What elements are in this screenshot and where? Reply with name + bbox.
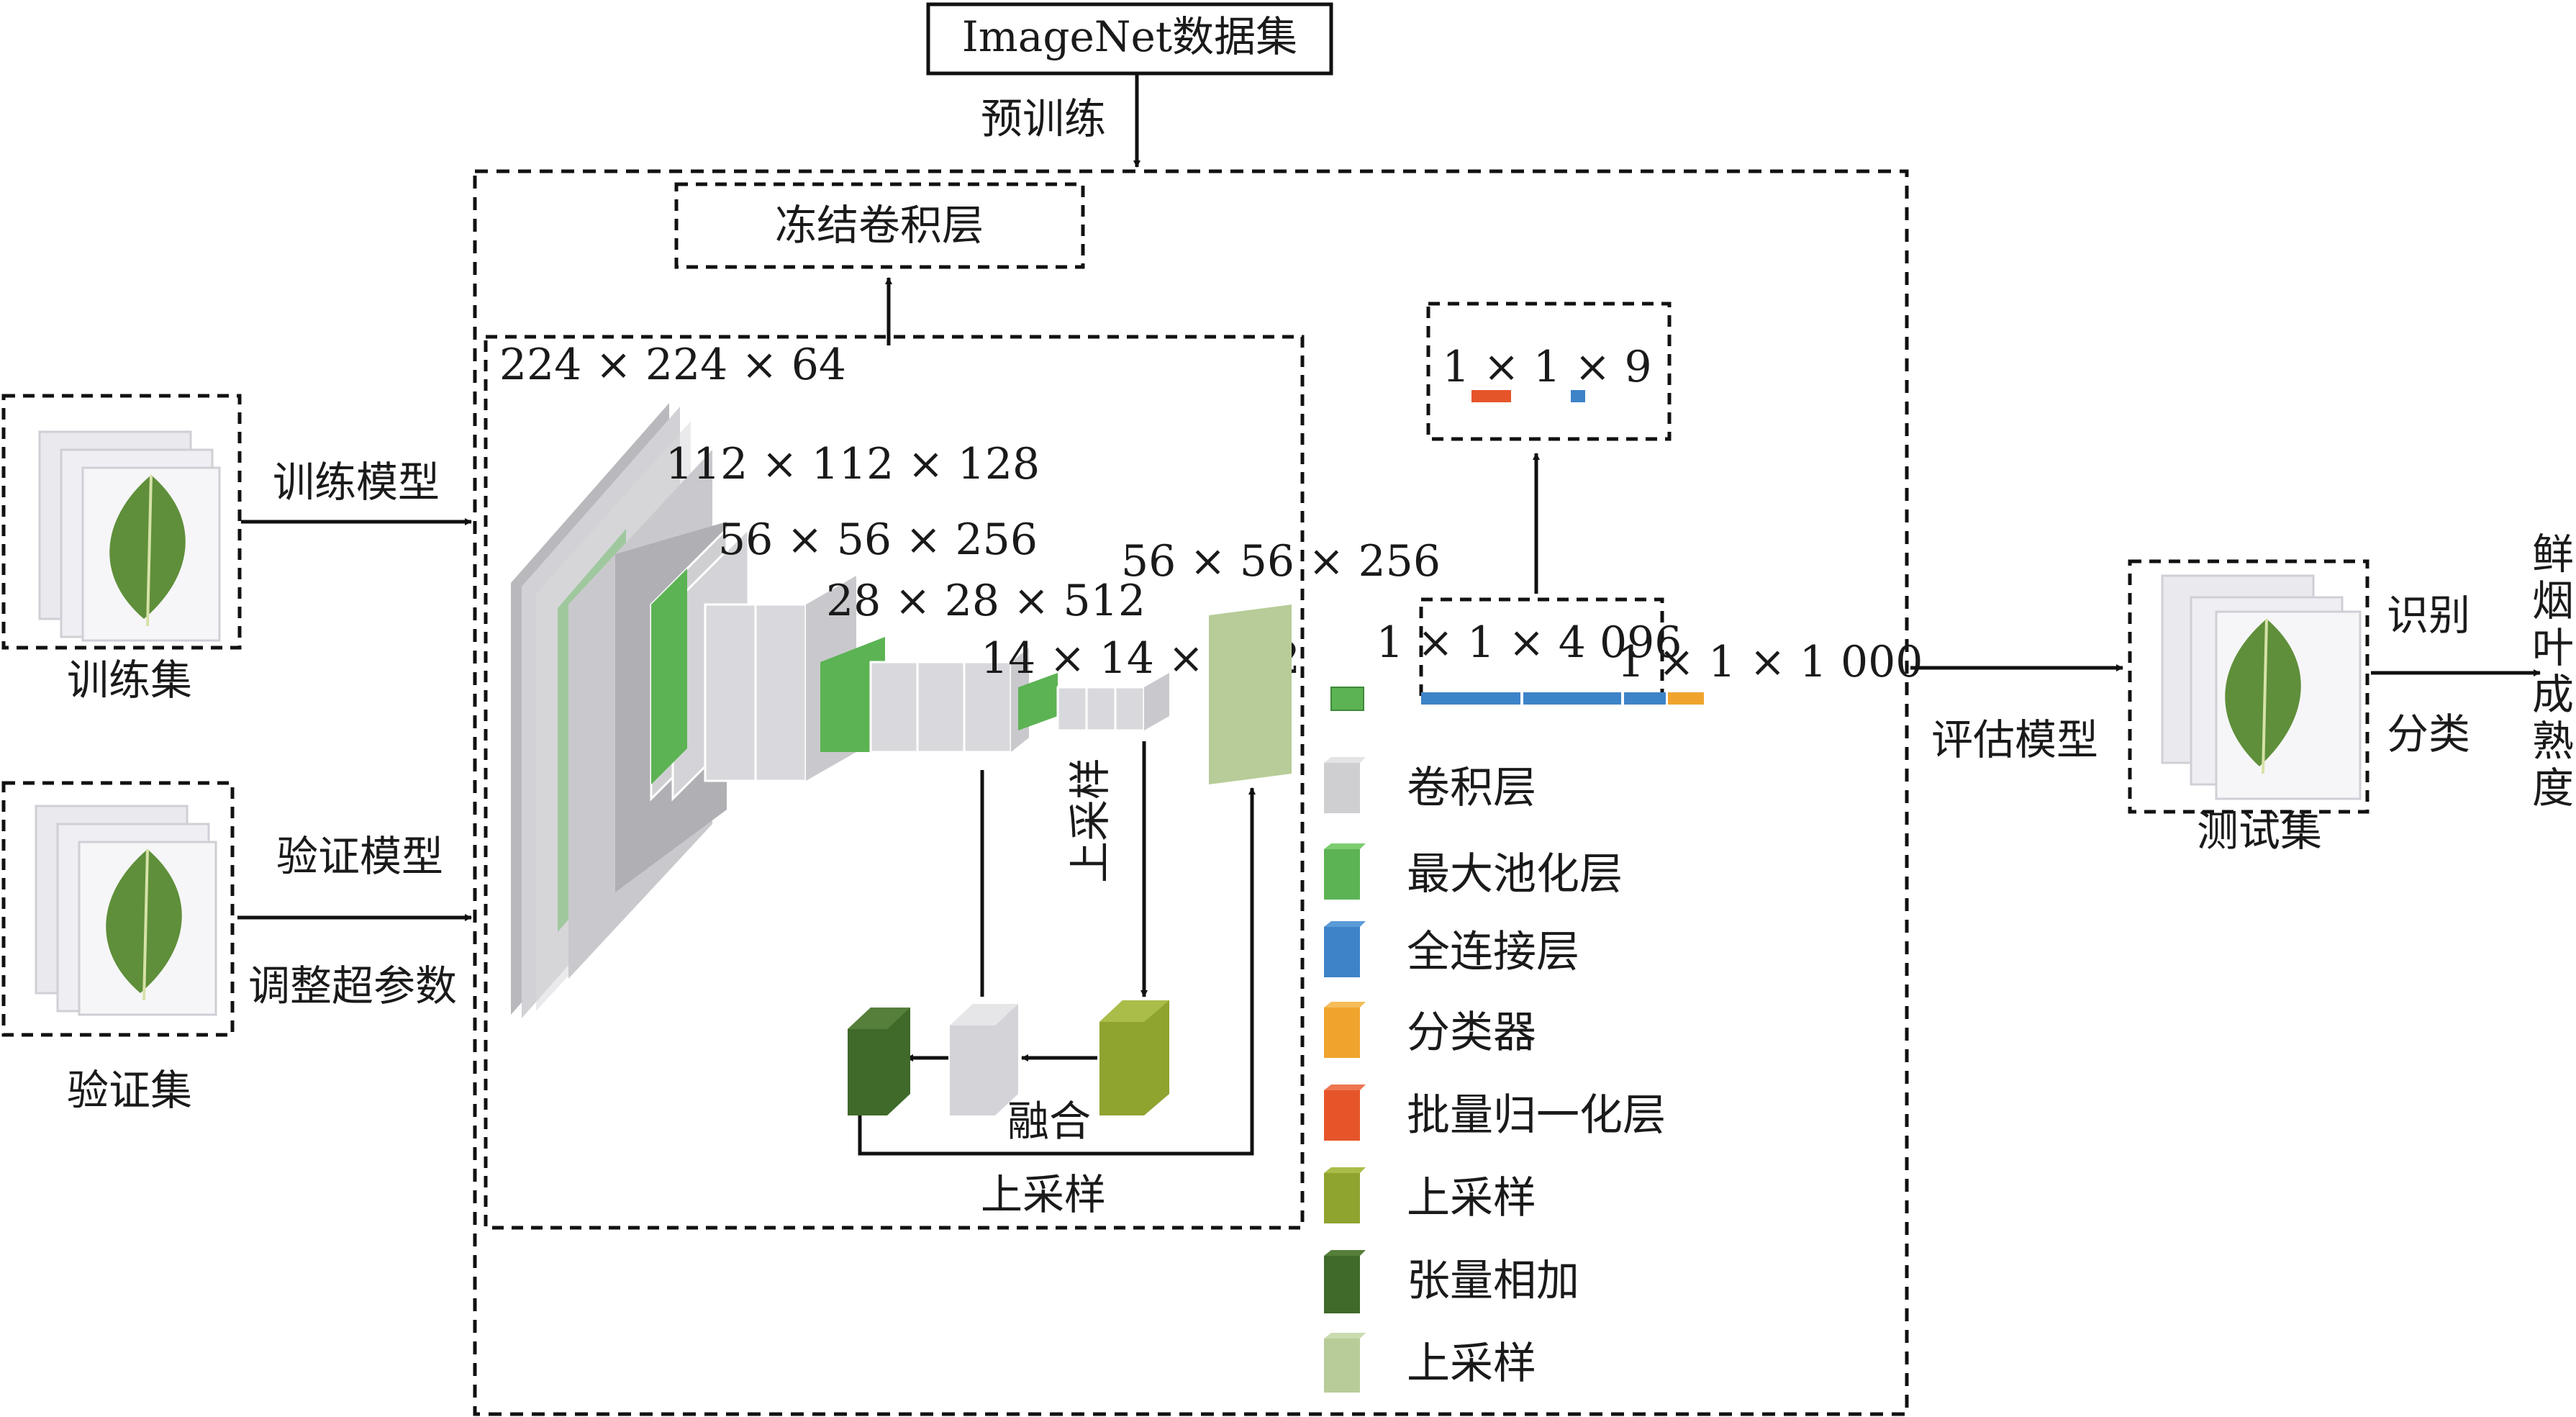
legend-label: 最大池化层 (1407, 849, 1623, 900)
bn-mark (1471, 390, 1511, 402)
legend-label: 卷积层 (1407, 763, 1536, 813)
pretrain-label: 预训练 (981, 94, 1106, 143)
test-leaf-stack (2161, 574, 2362, 800)
legend-item-classifier: 分类器 (1324, 1002, 1536, 1058)
test-set-label: 测试集 (2197, 807, 2322, 856)
fusion-cube (950, 1004, 1018, 1115)
output-char: 烟 (2532, 576, 2574, 625)
dim-fc1000: 1 × 1 × 1 000 (1618, 637, 1923, 687)
dim-112: 112 × 112 × 128 (666, 439, 1040, 489)
upsample-bottom-label: 上采样 (981, 1170, 1106, 1219)
legend-item-upsample-light: 上采样 (1324, 1333, 1536, 1393)
train-model-label: 训练模型 (273, 458, 440, 507)
train-set-label: 训练集 (67, 656, 192, 705)
dim-28: 28 × 28 × 512 (826, 576, 1146, 626)
tune-label: 调整超参数 (248, 961, 457, 1010)
recognize-label: 识别 (2387, 591, 2470, 640)
fusion-label: 融合 (1007, 1097, 1091, 1146)
legend-item-fc: 全连接层 (1324, 921, 1579, 977)
legend-item-conv: 卷积层 (1324, 757, 1536, 813)
train-set-box (1, 394, 242, 650)
upsample-cube (1099, 1000, 1169, 1115)
conv-inner-box (484, 335, 1305, 1230)
add-cube (848, 1008, 910, 1115)
fc4096-bar (1421, 692, 1666, 705)
legend-label: 分类器 (1407, 1008, 1536, 1058)
val-set-box (1, 781, 235, 1037)
legend-label: 张量相加 (1407, 1256, 1579, 1306)
dim-out9: 1 × 1 × 9 (1442, 342, 1651, 392)
output-char: 鲜 (2532, 530, 2574, 579)
test-set-box (2128, 559, 2369, 814)
val-leaf-stack (35, 805, 217, 1016)
output-char: 度 (2532, 764, 2574, 812)
conv-block-1 (511, 403, 727, 1018)
legend-item-pool: 最大池化层 (1324, 843, 1623, 900)
leaf-icon (106, 849, 182, 993)
conv-block-2 (650, 526, 856, 802)
classify-label: 分类 (2387, 710, 2470, 759)
upsample-vertical-label: 上采样 (1066, 758, 1115, 883)
conv-block-4 (1018, 673, 1169, 732)
dim-224: 224 × 224 × 64 (499, 340, 846, 390)
legend-item-bn: 批量归一化层 (1324, 1085, 1666, 1141)
imagenet-label: ImageNet数据集 (962, 12, 1297, 61)
legend-label: 上采样 (1407, 1339, 1536, 1389)
train-leaf-stack (38, 430, 221, 642)
legend-label: 上采样 (1407, 1173, 1536, 1223)
dim-56a: 56 × 56 × 256 (718, 515, 1038, 565)
freeze-box (674, 182, 1085, 269)
legend-label: 全连接层 (1407, 927, 1579, 977)
imagenet-box (926, 2, 1333, 76)
output-char: 成 (2532, 670, 2574, 719)
leaf-icon (109, 475, 186, 619)
output-char: 叶 (2532, 623, 2574, 672)
validate-model-label: 验证模型 (276, 832, 443, 881)
dim-fc4096: 1 × 1 × 4 096 (1377, 617, 1682, 668)
small-pool-cube (1330, 687, 1364, 711)
legend-item-add: 张量相加 (1324, 1250, 1579, 1313)
evaluate-label: 评估模型 (1931, 715, 2098, 764)
legend-item-upsample: 上采样 (1324, 1167, 1536, 1223)
fc-box (1419, 597, 1664, 700)
dim-56b: 56 × 56 × 256 (1121, 536, 1441, 587)
leaf-icon (2225, 619, 2301, 766)
fc-mark (1571, 390, 1585, 402)
bottom-upsample-path (858, 787, 1256, 1156)
val-set-label: 验证集 (67, 1066, 192, 1115)
legend-label: 批量归一化层 (1407, 1090, 1666, 1141)
legend: 卷积层 最大池化层 全连接层 分类器 批量归一化层 上采样 (1324, 757, 1666, 1393)
fc1000-bar (1668, 692, 1704, 705)
upsample-light-block (1209, 605, 1292, 784)
output-char: 熟 (2532, 717, 2574, 766)
output9-box (1426, 302, 1672, 441)
output-label: 鲜 烟 叶 成 熟 度 (2532, 530, 2574, 812)
model-outer-box (473, 169, 1909, 1416)
freeze-label: 冻结卷积层 (775, 201, 984, 250)
